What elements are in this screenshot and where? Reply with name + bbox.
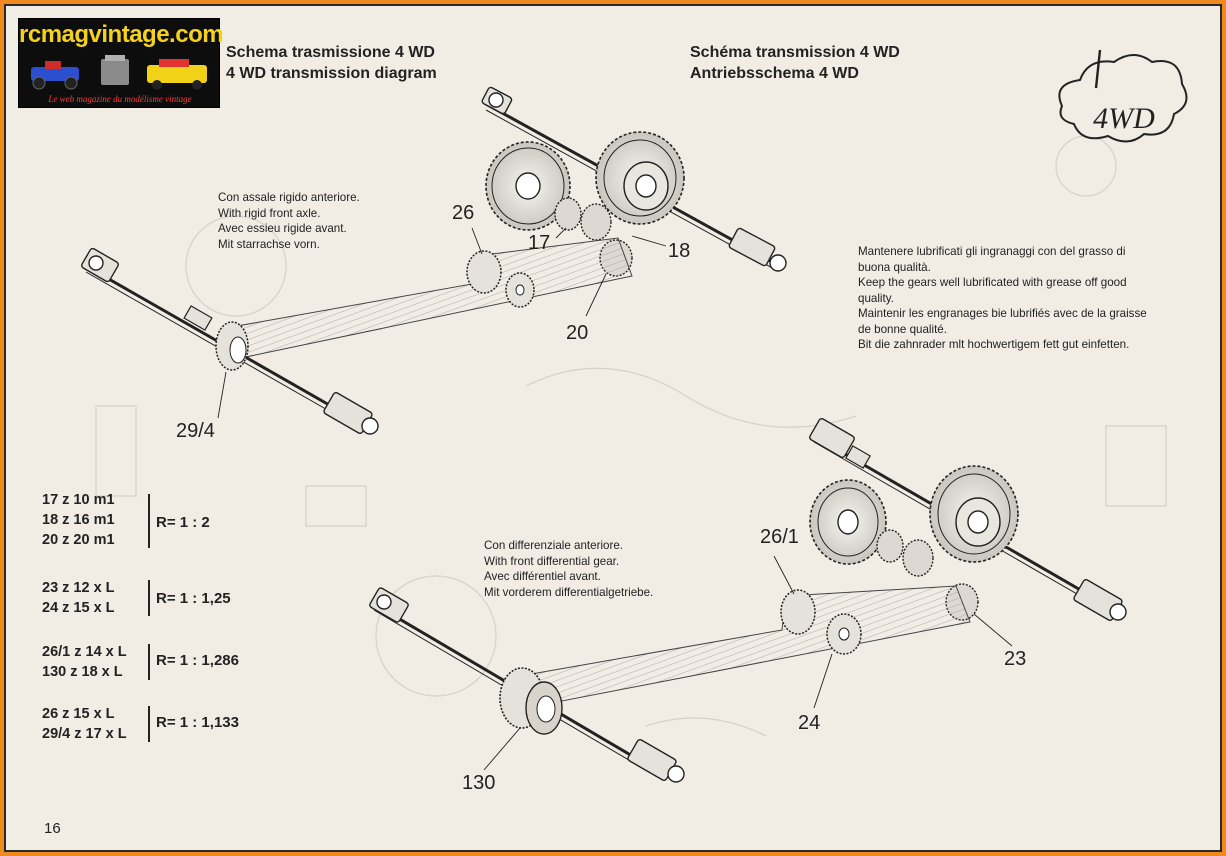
shaft-end-lower-left bbox=[369, 587, 409, 623]
gear-ratio-value: R= 1 : 2 bbox=[156, 514, 210, 531]
note-rigid-axle: Con assale rigido anteriore. With rigid … bbox=[218, 190, 360, 252]
note-grease-line: Maintenir les engranages bie lubrifiés a… bbox=[858, 307, 1147, 320]
gear-ratio-value: R= 1 : 1,286 bbox=[156, 652, 239, 669]
ratio-bracket bbox=[148, 644, 150, 680]
leader-lines-upper bbox=[217, 227, 667, 419]
ratio-bracket bbox=[148, 580, 150, 616]
logo-tagline: Le web magazine du modélisme vintage bbox=[48, 94, 192, 104]
gear-spec: 18 z 16 m1 bbox=[42, 512, 115, 528]
note-grease-line: buona qualità. bbox=[858, 260, 931, 274]
shaft-end-lower-right bbox=[1073, 579, 1127, 621]
logo-car-icon bbox=[31, 55, 207, 90]
transmission-diagram bbox=[81, 86, 1167, 783]
part-number-23: 23 bbox=[1004, 648, 1027, 670]
gear-spec: 23 z 12 x L bbox=[42, 580, 115, 596]
ratio-bracket bbox=[148, 494, 150, 548]
shaft-end-top-left bbox=[481, 86, 513, 115]
header-left: Schema trasmissione 4 WD 4 WD transmissi… bbox=[226, 42, 437, 84]
spur-gear-diff bbox=[595, 131, 685, 225]
shaft-end-front-right bbox=[323, 392, 379, 435]
gear-spec: 130 z 18 x L bbox=[42, 664, 123, 680]
header-left-line2: 4 WD transmission diagram bbox=[226, 65, 437, 82]
site-logo: rcmagvintage.com Le web magazine du modé… bbox=[18, 18, 224, 108]
note-diff-line: Con differenziale anteriore. bbox=[484, 539, 623, 552]
part-number-26: 26 bbox=[452, 202, 475, 224]
pulley-29-4 bbox=[215, 321, 249, 371]
ratio-bracket bbox=[148, 706, 150, 742]
part-number-20: 20 bbox=[566, 322, 589, 344]
note-grease-line: quality. bbox=[858, 291, 894, 305]
gear-spec: 26/1 z 14 x L bbox=[42, 644, 127, 660]
gear-spec: 20 z 20 m1 bbox=[42, 532, 115, 548]
note-diff-line: Mit vorderem differentialgetriebe. bbox=[484, 585, 654, 599]
note-rigid-line: Mit starrachse vorn. bbox=[218, 237, 320, 251]
gear-group-1: 17 z 10 m1 18 z 16 m1 20 z 20 m1 bbox=[42, 490, 115, 550]
gear-spec: 24 z 15 x L bbox=[42, 600, 115, 616]
ghost-background bbox=[95, 135, 1167, 737]
page-number: 16 bbox=[44, 820, 61, 837]
upper-assembly bbox=[81, 86, 787, 435]
note-grease-line: Mantenere lubrificati gli ingranaggi con… bbox=[858, 245, 1126, 258]
note-grease-line: de bonne qualité. bbox=[858, 322, 947, 336]
header-right-line2: Antriebsschema 4 WD bbox=[690, 65, 859, 82]
logo-title: rcmagvintage.com bbox=[19, 21, 224, 48]
part-number-26-1: 26/1 bbox=[760, 526, 799, 548]
gear-ratio-value: R= 1 : 1,133 bbox=[156, 714, 239, 731]
shaft-end-front-left bbox=[81, 247, 213, 331]
part-number-17: 17 bbox=[528, 232, 551, 254]
spur-gear-lower-left bbox=[809, 479, 887, 565]
gear-group-4: 26 z 15 x L 29/4 z 17 x L bbox=[42, 704, 127, 744]
belt-lower bbox=[519, 585, 971, 707]
note-diff-line: With front differential gear. bbox=[484, 554, 620, 568]
note-diff-line: Avec différentiel avant. bbox=[484, 570, 601, 583]
note-front-diff: Con differenziale anteriore. With front … bbox=[484, 538, 653, 600]
spur-gear-lower-right bbox=[929, 465, 1019, 563]
pulley-26-1 bbox=[780, 589, 862, 655]
4wd-badge-icon: 4WD bbox=[1058, 49, 1188, 143]
note-rigid-line: Avec essieu rigide avant. bbox=[218, 222, 347, 235]
header-right: Schéma transmission 4 WD Antriebsschema … bbox=[690, 42, 900, 84]
front-differential-130 bbox=[499, 667, 563, 735]
note-rigid-line: With rigid front axle. bbox=[218, 206, 321, 220]
shaft-end-lower-topleft bbox=[809, 418, 871, 469]
badge-text: 4WD bbox=[1093, 102, 1155, 135]
header-right-line1: Schéma transmission 4 WD bbox=[690, 44, 900, 61]
gear-group-2: 23 z 12 x L 24 z 15 x L bbox=[42, 578, 115, 618]
gear-ratio-value: R= 1 : 1,25 bbox=[156, 590, 231, 607]
shaft-end-top-right bbox=[728, 227, 787, 272]
note-grease-line: Keep the gears well lubrificated with gr… bbox=[858, 276, 1127, 289]
part-number-18: 18 bbox=[668, 240, 691, 262]
note-grease: Mantenere lubrificati gli ingranaggi con… bbox=[858, 244, 1147, 353]
note-grease-line: Bit die zahnrader mlt hochwertigem fett … bbox=[858, 338, 1130, 351]
part-number-29-4: 29/4 bbox=[176, 420, 215, 442]
gear-spec: 26 z 15 x L bbox=[42, 706, 115, 722]
gear-group-3: 26/1 z 14 x L 130 z 18 x L bbox=[42, 642, 127, 682]
header-left-line1: Schema trasmissione 4 WD bbox=[226, 44, 435, 61]
lower-assembly bbox=[369, 418, 1127, 783]
leader-lines-lower bbox=[483, 555, 1013, 771]
part-number-130: 130 bbox=[462, 772, 496, 794]
note-rigid-line: Con assale rigido anteriore. bbox=[218, 191, 360, 204]
part-number-24: 24 bbox=[798, 712, 821, 734]
pulley-26 bbox=[466, 250, 535, 308]
manual-page: rcmagvintage.com Le web magazine du modé… bbox=[4, 4, 1222, 852]
spur-gear-large bbox=[485, 141, 571, 231]
gear-spec: 29/4 z 17 x L bbox=[42, 726, 127, 742]
shaft-end-lower-bottom bbox=[627, 739, 685, 783]
gear-spec: 17 z 10 m1 bbox=[42, 492, 115, 508]
